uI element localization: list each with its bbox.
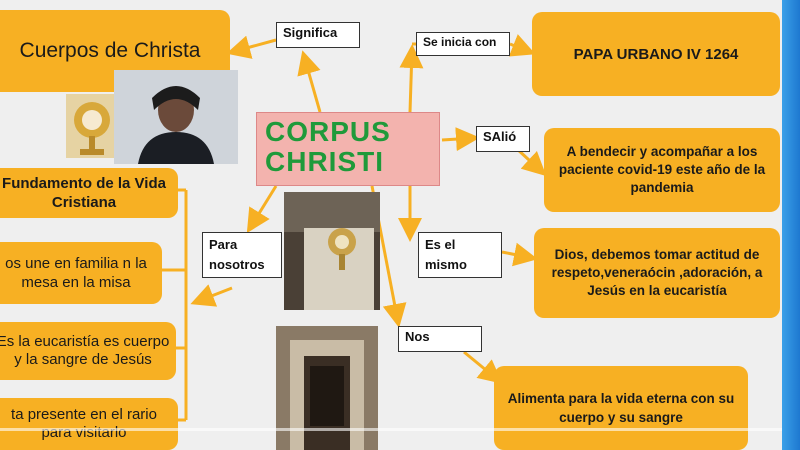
para-line-1: Para <box>209 237 238 252</box>
salio-label: SAlió <box>476 126 530 152</box>
une-familia-box: os une en familia n la mesa en la misa <box>0 242 162 304</box>
nos-label: Nos <box>398 326 482 352</box>
title-line-1: CORPUS <box>265 116 391 147</box>
altar-image <box>284 192 380 310</box>
webcam-presenter <box>114 70 238 164</box>
altar-photo <box>284 192 380 310</box>
right-edge-bar <box>782 0 800 450</box>
bendecir-box: A bendecir y acompañar a los paciente co… <box>544 128 780 212</box>
alimenta-box: Alimenta para la vida eterna con su cuer… <box>494 366 748 450</box>
papa-box: PAPA URBANO IV 1264 <box>532 12 780 96</box>
presenter-silhouette <box>114 70 238 164</box>
fundamento-box: Fundamento de la Vida Cristiana <box>0 168 178 218</box>
monstrance-photo-small <box>66 94 118 158</box>
tabernacle-image <box>276 326 378 450</box>
presente-box: ta presente en el rario para visitarlo <box>0 398 178 450</box>
title-box: CORPUS CHRISTI <box>256 112 440 186</box>
eucaristia-box: Es la eucaristía es cuerpo y la sangre d… <box>0 322 176 380</box>
monstrance-icon <box>74 102 110 155</box>
video-progress-bar[interactable] <box>0 428 782 431</box>
dios-box: Dios, debemos tomar actitud de respeto,v… <box>534 228 780 318</box>
para-line-2: nosotros <box>209 257 265 272</box>
significa-label: Significa <box>276 22 360 48</box>
tabernacle-photo <box>276 326 378 450</box>
title-line-2: CHRISTI <box>265 146 384 177</box>
es-el-line-1: Es el <box>425 237 456 252</box>
connector-arrows <box>162 34 547 422</box>
es-el-mismo-label: Es el mismo <box>418 232 502 278</box>
para-nosotros-label: Para nosotros <box>202 232 282 278</box>
es-el-line-2: mismo <box>425 257 467 272</box>
se-inicia-label: Se inicia con <box>416 32 510 56</box>
